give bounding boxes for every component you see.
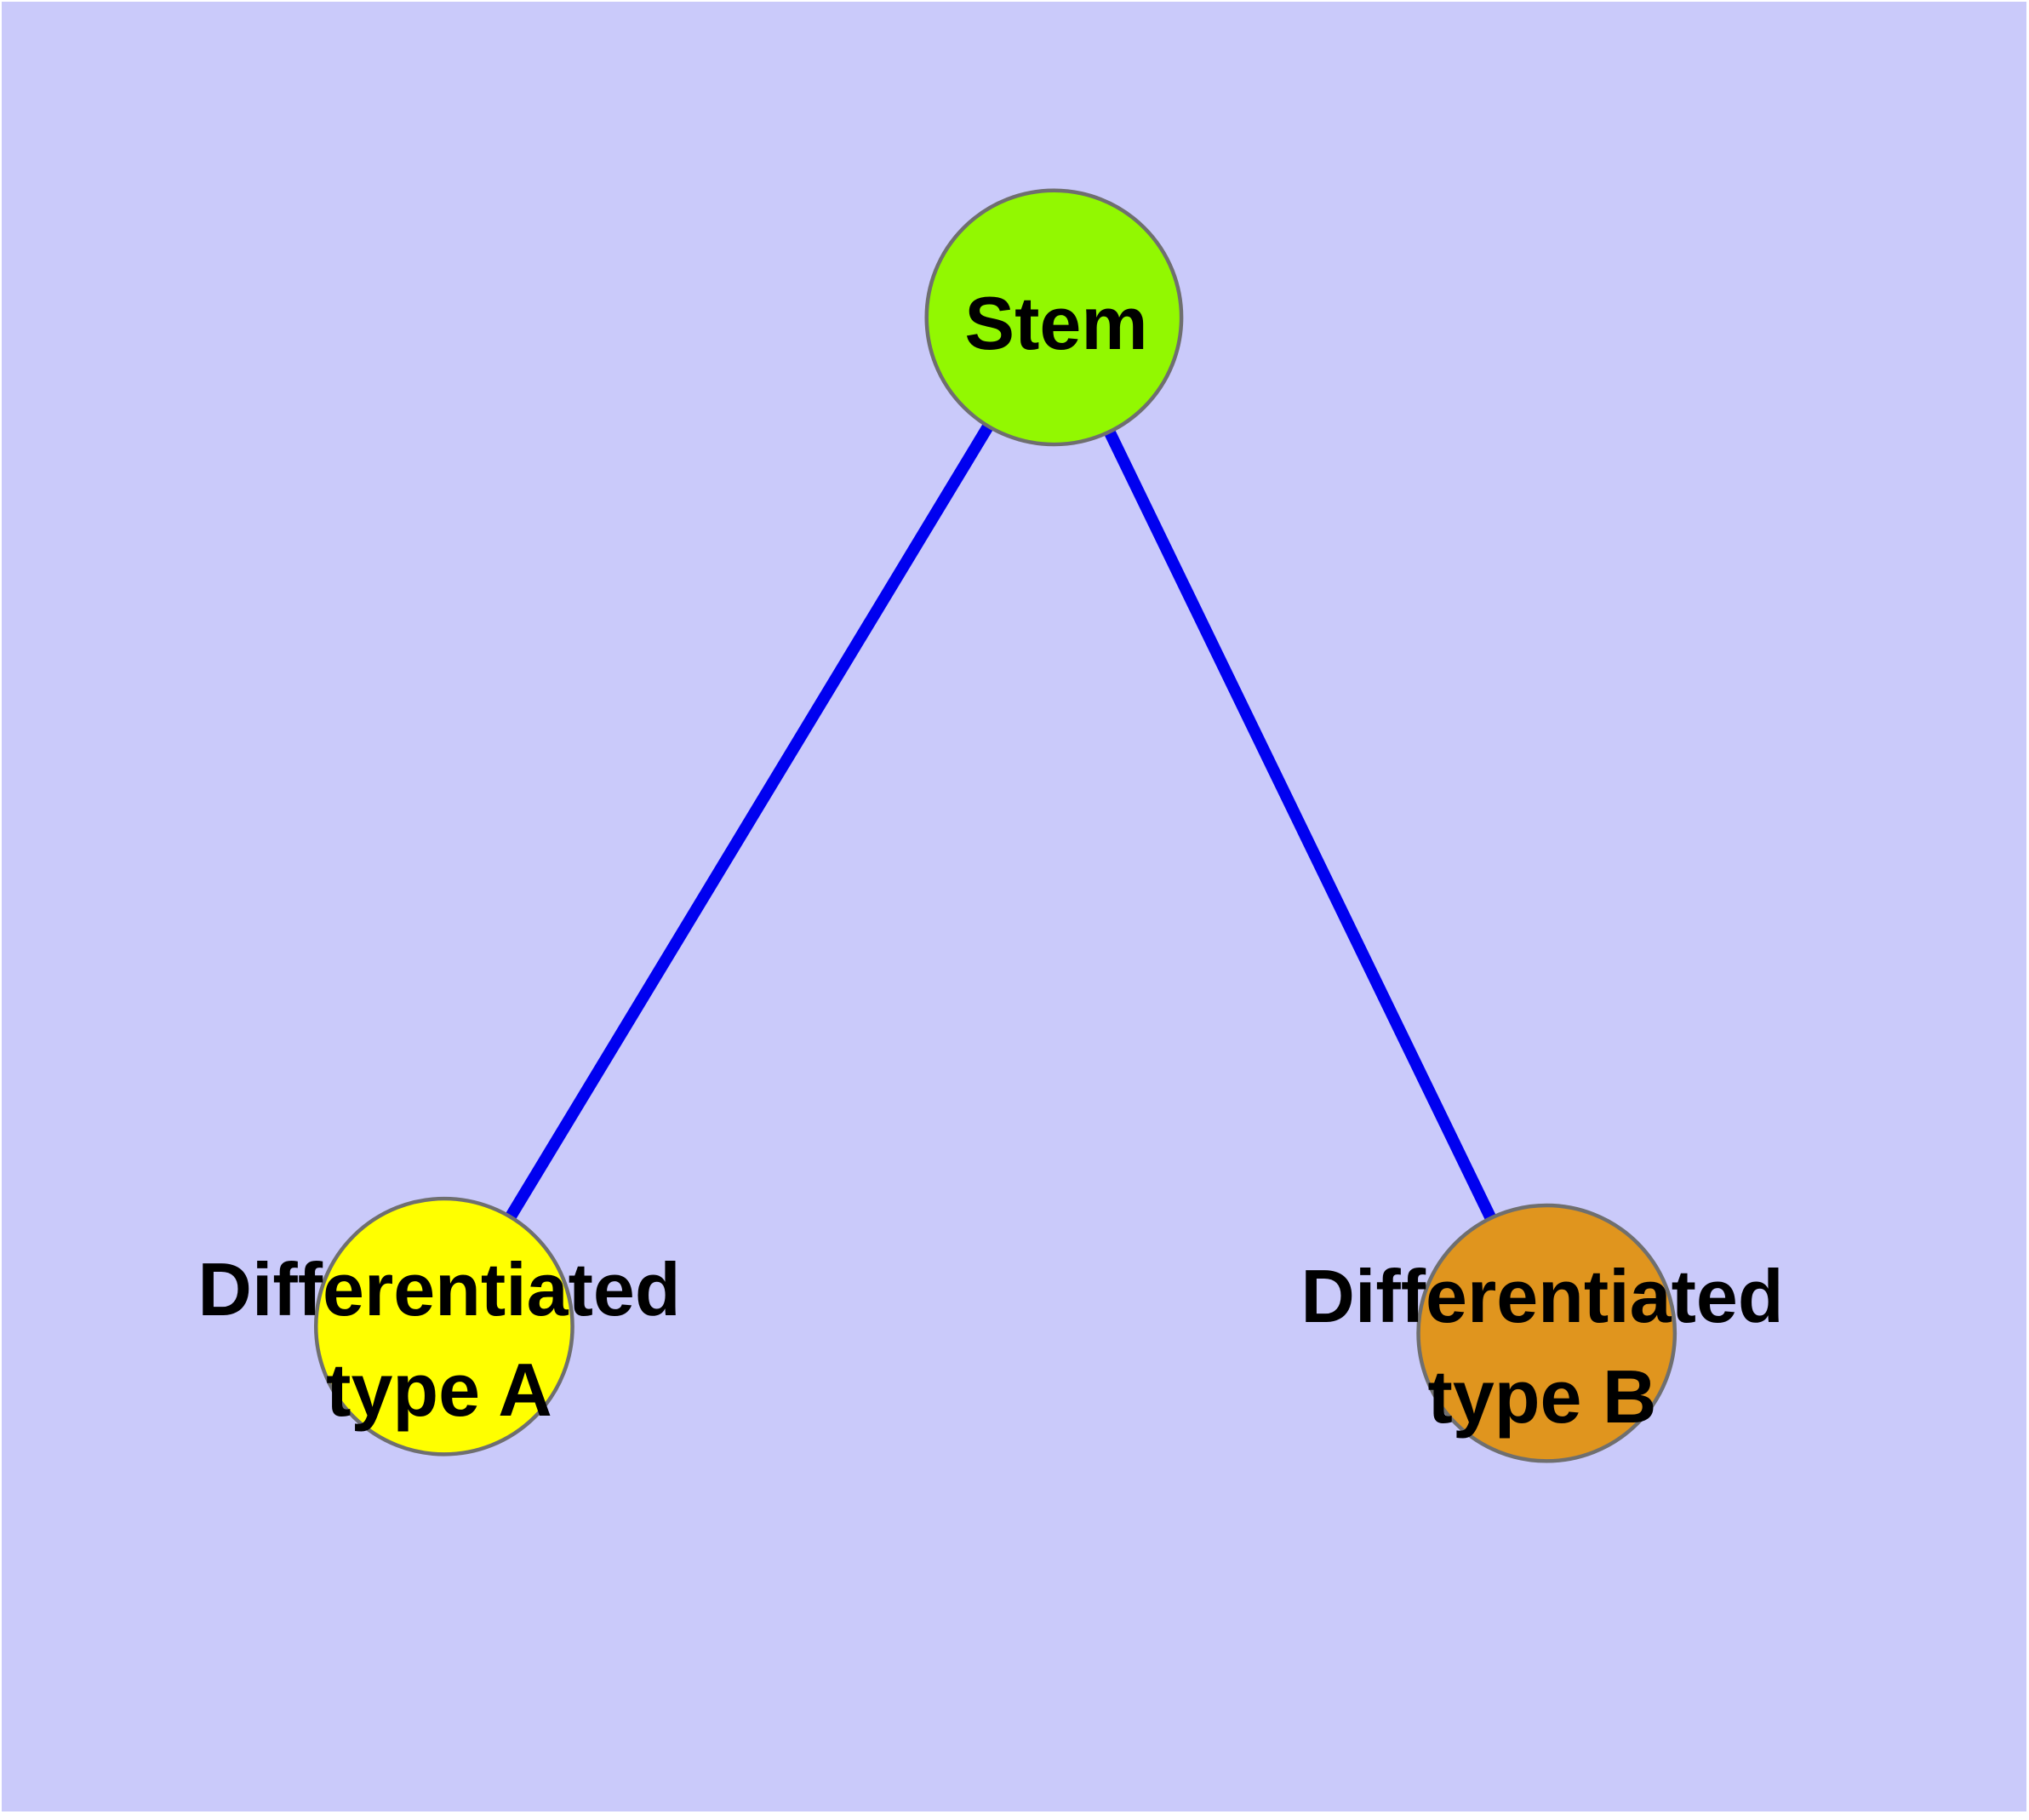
label-line: type B [1427,1354,1657,1439]
label-line: Differentiated [1300,1254,1784,1339]
stem-node-circle [924,188,1184,447]
edge-stem-to-type-b [1049,314,1552,1336]
label-line: type A [326,1348,552,1432]
label-line: Differentiated [197,1247,681,1332]
label-line: Stem [964,281,1148,366]
type-a-node-label: Differentiated type A [197,1239,680,1440]
type-b-node-circle [1416,1203,1677,1463]
edge-stem-to-type-a [438,314,1060,1330]
stem-node-label: Stem [964,273,1147,374]
type-a-node-circle [313,1196,574,1457]
type-b-node-label: Differentiated type B [1300,1246,1783,1447]
